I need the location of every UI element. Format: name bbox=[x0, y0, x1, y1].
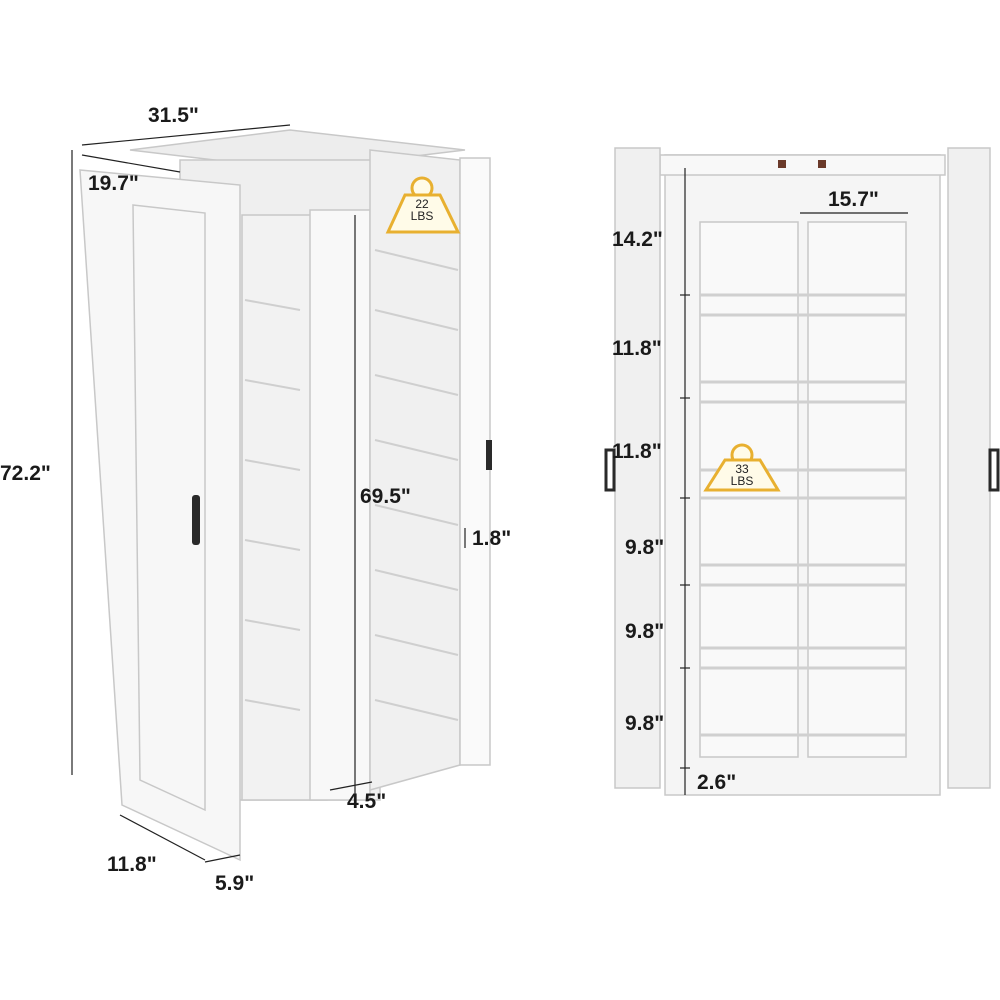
weight-unit: LBS bbox=[410, 209, 434, 223]
weight-value: 22 bbox=[415, 197, 429, 211]
pullout-depth-label: 4.5" bbox=[347, 790, 387, 813]
inner-height-label: 69.5" bbox=[360, 485, 411, 508]
left-cabinet bbox=[79, 129, 492, 862]
right-door-edge bbox=[459, 157, 491, 766]
door-depth-label: 11.8" bbox=[107, 853, 157, 876]
shelf-gap-1: 14.2" bbox=[612, 228, 663, 251]
shelf-gap-3: 11.8" bbox=[612, 440, 662, 463]
door-shelf-depth-label: 1.8" bbox=[472, 527, 512, 550]
right-open-door bbox=[947, 147, 991, 789]
left-shelves bbox=[244, 249, 459, 721]
shelf-width-label: 15.7" bbox=[828, 188, 879, 211]
right-dimension-lines bbox=[680, 168, 908, 795]
base-height-label: 2.6" bbox=[697, 771, 737, 794]
weight-badge-33: 33 LBS bbox=[707, 463, 777, 487]
weight-icon-22 bbox=[385, 176, 461, 234]
door-handle bbox=[192, 495, 200, 545]
shelf-gap-5: 9.8" bbox=[625, 620, 665, 643]
weight-value: 33 bbox=[735, 462, 749, 476]
cabinet-crown bbox=[659, 154, 946, 176]
right-pullout bbox=[807, 221, 907, 758]
side-handle bbox=[486, 440, 492, 470]
door-thickness-label: 5.9" bbox=[215, 872, 255, 895]
right-shelf-door bbox=[369, 149, 461, 791]
left-dimension-lines bbox=[71, 124, 466, 863]
width-label: 31.5" bbox=[148, 104, 199, 127]
door-hinge-left bbox=[778, 160, 786, 168]
door-hinge-right bbox=[818, 160, 826, 168]
shelf-gap-6: 9.8" bbox=[625, 712, 665, 735]
weight-unit: LBS bbox=[730, 474, 754, 488]
left-door bbox=[79, 169, 241, 862]
right-door-handle bbox=[988, 448, 1000, 492]
pullout-unit-2 bbox=[309, 209, 371, 801]
shelf-gap-4: 9.8" bbox=[625, 536, 665, 559]
depth-label: 19.7" bbox=[88, 172, 139, 195]
left-open-door bbox=[614, 147, 661, 789]
weight-badge-22: 22 LBS bbox=[387, 198, 457, 222]
shelf-gap-2: 11.8" bbox=[612, 337, 662, 360]
left-door-panel bbox=[132, 204, 206, 812]
height-label: 72.2" bbox=[0, 462, 51, 485]
weight-icon-33 bbox=[703, 443, 781, 492]
left-door-handle bbox=[604, 448, 616, 492]
